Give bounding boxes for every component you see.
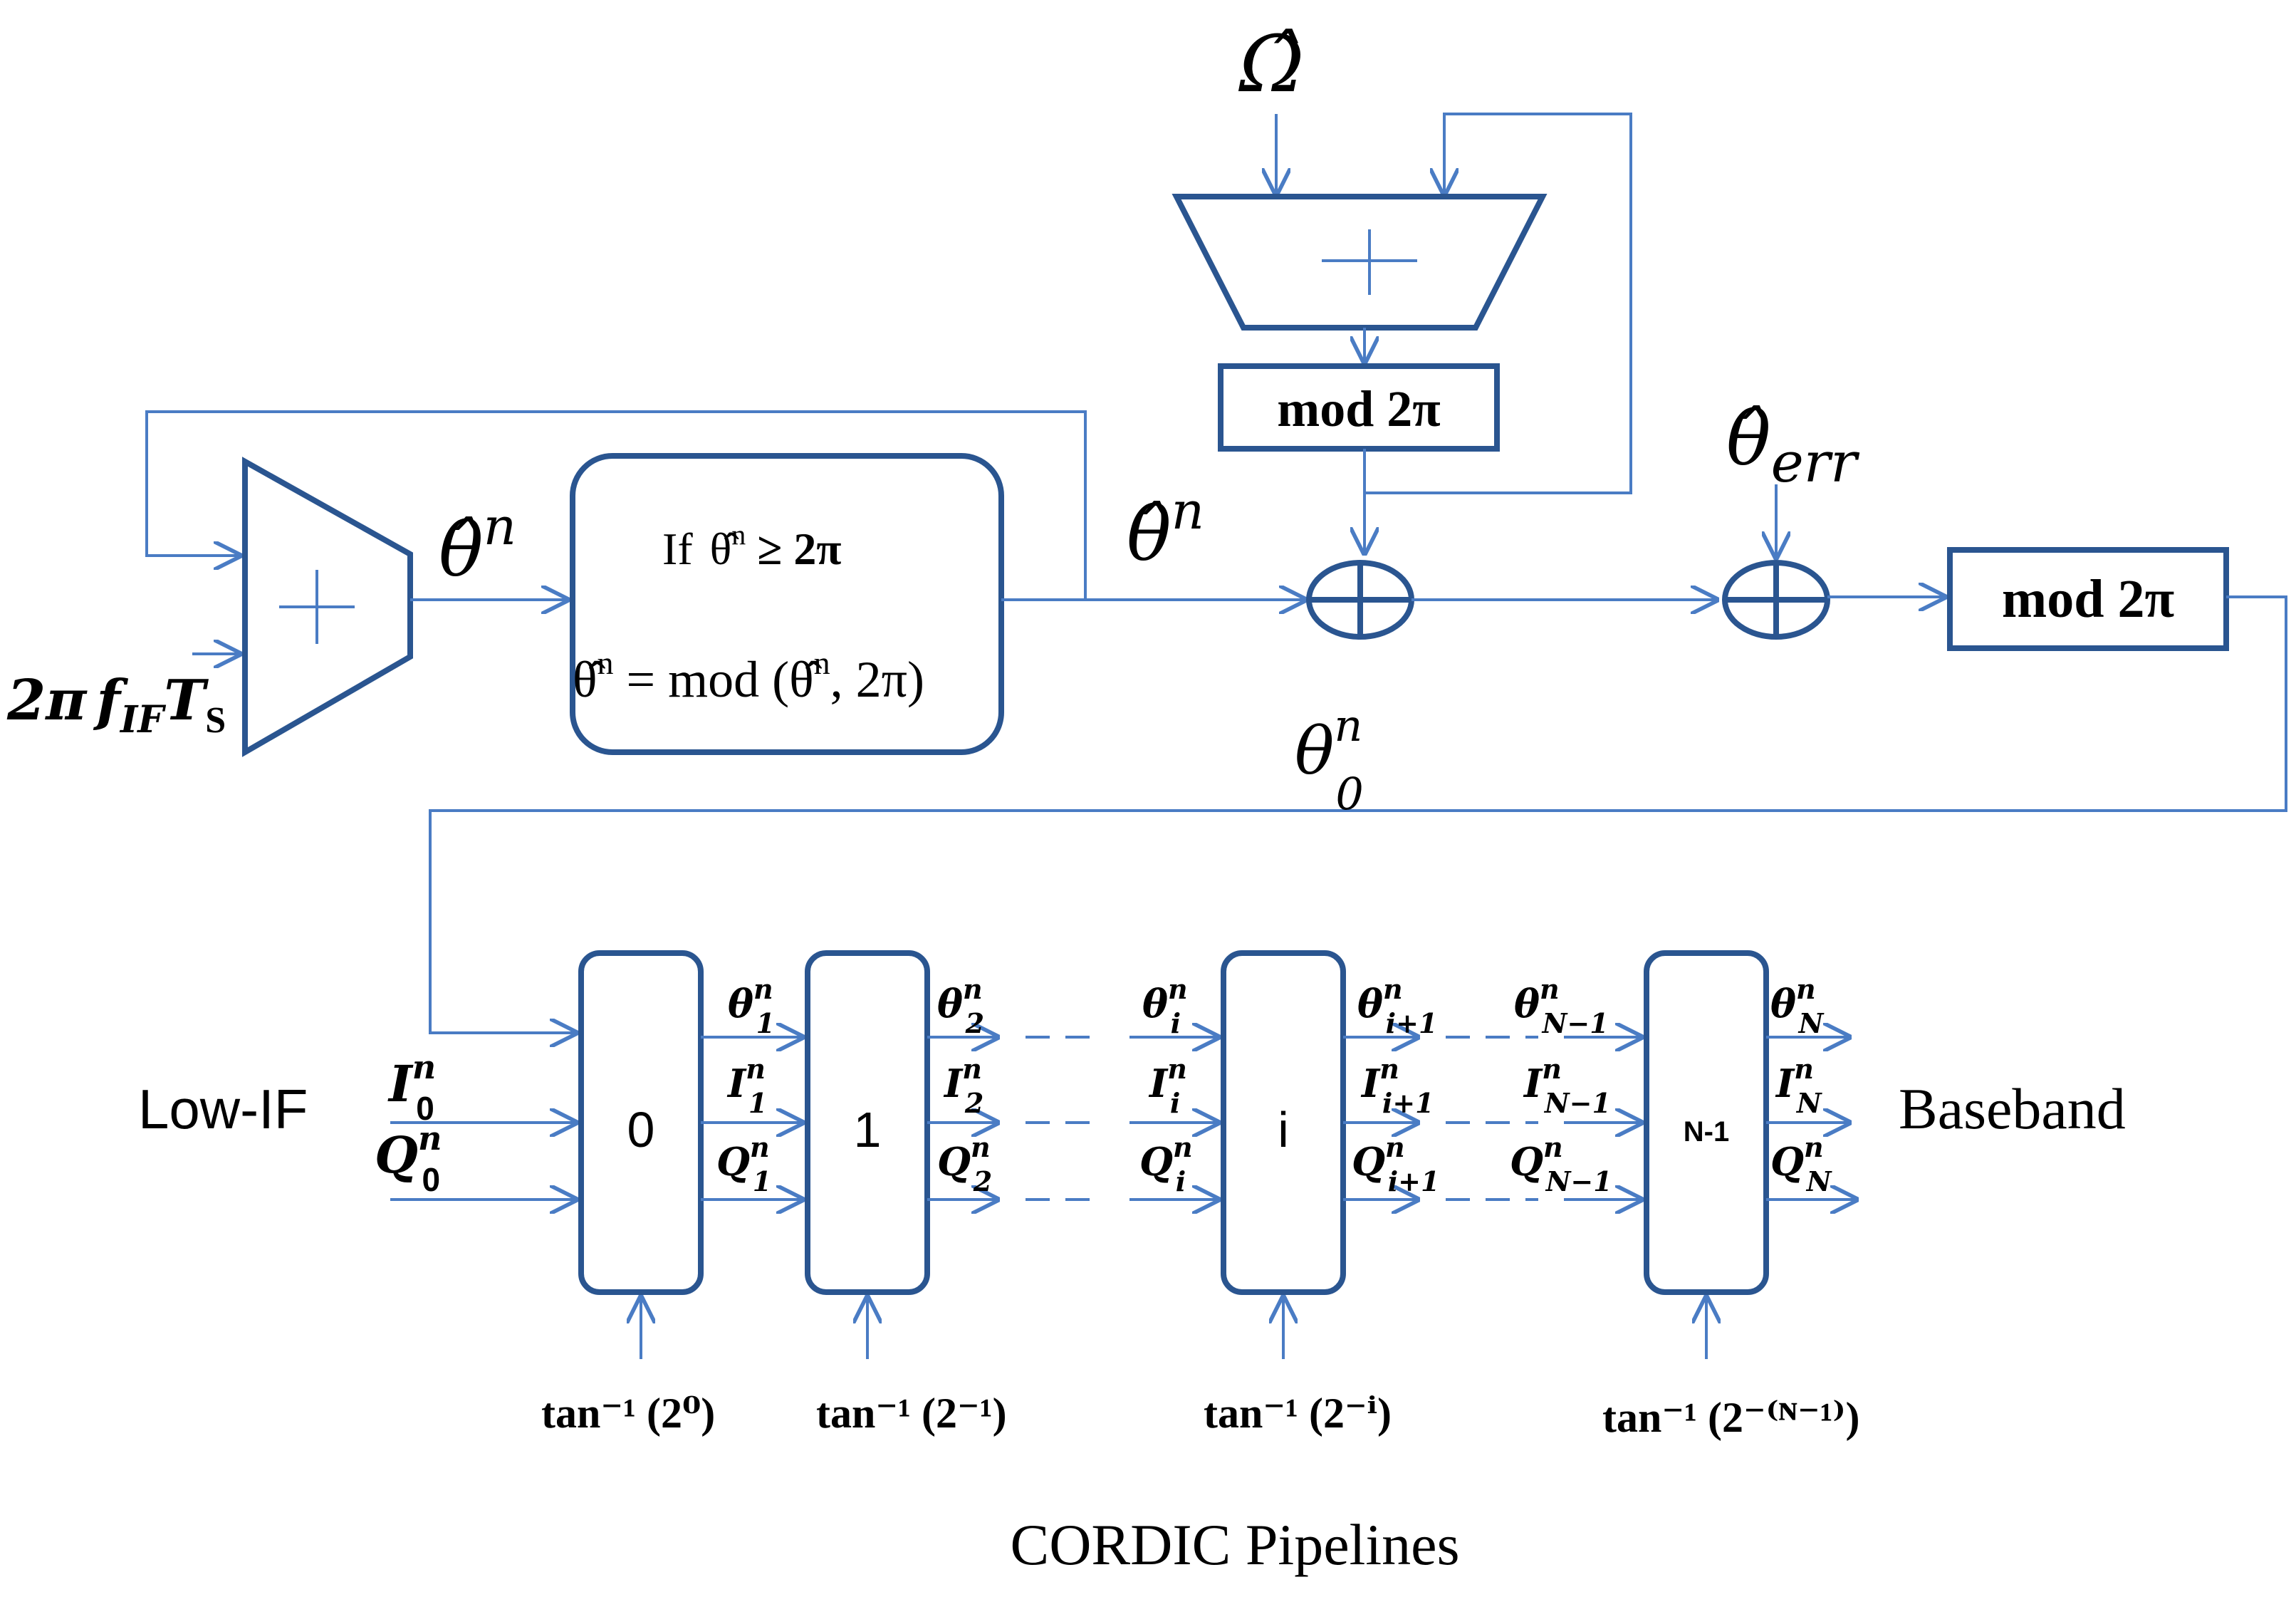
cordic-stage-0: 0 tan⁻¹ (2⁰): [541, 950, 715, 1437]
accumulator-feedback-wire: [145, 410, 1087, 600]
stage-0-angle: tan⁻¹ (2⁰): [541, 1390, 715, 1437]
wrap-output-label: θ̂n: [1127, 481, 1204, 578]
stage-1-angle: tan⁻¹ (2⁻¹): [816, 1390, 1007, 1437]
low-if-label: Low-IF: [138, 1078, 308, 1140]
final-mod-label: mod 2π: [2002, 569, 2174, 629]
summing-junction-2: θ̂err: [1722, 395, 1944, 640]
accumulator-output-label: θ̂n: [439, 496, 516, 593]
cordic-stage-i: i tan⁻¹ (2⁻ⁱ): [1204, 950, 1392, 1437]
carrier-mod-block: [1218, 363, 1500, 452]
carrier-loop: Ω̂ mod 2π: [1172, 19, 1632, 553]
stage-i-label: i: [1278, 1102, 1289, 1158]
omega-label: Ω̂: [1238, 19, 1304, 110]
wrap-block-box: [570, 453, 1004, 755]
stage-1-label: 1: [854, 1102, 882, 1158]
stage-i-angle: tan⁻¹ (2⁻ⁱ): [1204, 1390, 1392, 1437]
carrier-feedback-wire: [1364, 113, 1632, 494]
summing-junction-1: [1306, 560, 1716, 640]
theta0-route-wire: [429, 595, 2287, 1033]
cordic-stage-n-1: N-1 tan⁻¹ (2⁻⁽ᴺ⁻¹⁾): [1602, 950, 1859, 1441]
baseband-label: Baseband: [1899, 1076, 2126, 1141]
carrier-mod-label: mod 2π: [1277, 380, 1440, 437]
wrap-expression: θ̂n = mod (θ̂n, 2π): [573, 645, 924, 708]
stage-0-label: 0: [627, 1102, 655, 1158]
stage-n-1-angle: tan⁻¹ (2⁻⁽ᴺ⁻¹⁾): [1602, 1394, 1859, 1441]
cordic-stage-1: 1 tan⁻¹ (2⁻¹): [805, 950, 1007, 1437]
stage-n-1-label: N-1: [1684, 1116, 1729, 1148]
pipeline-caption: CORDIC Pipelines: [1011, 1512, 1460, 1577]
error-input-label: θ̂err: [1726, 395, 1860, 495]
